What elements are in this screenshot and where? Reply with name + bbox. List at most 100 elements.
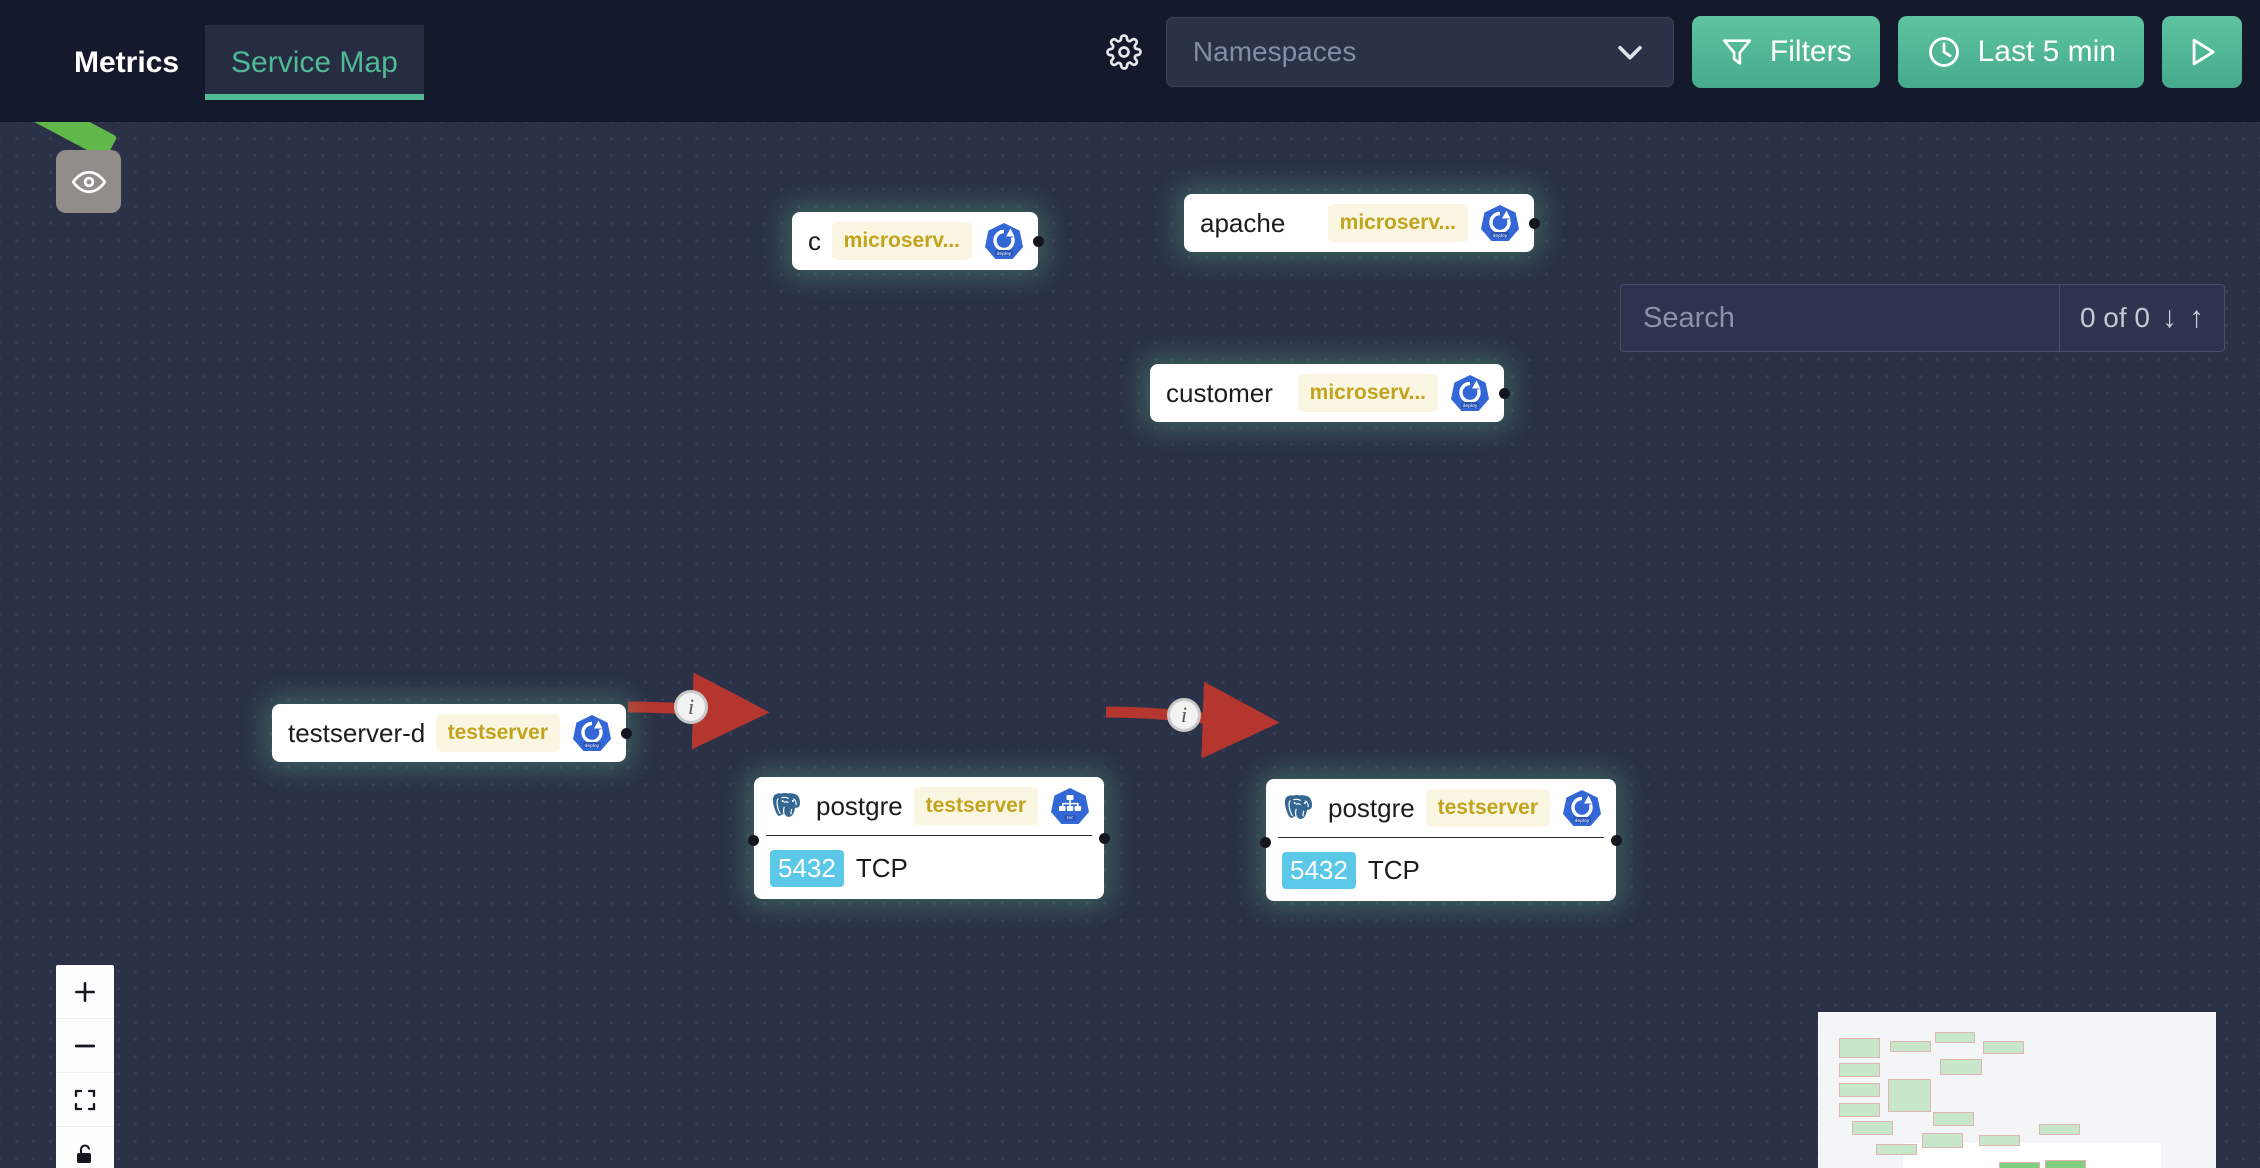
lock-toggle-button[interactable]	[56, 1127, 114, 1168]
edge-info-badge[interactable]: i	[674, 690, 708, 724]
tab-metrics-label: Metrics	[74, 45, 180, 79]
node-namespace-badge: microserv...	[1327, 204, 1468, 242]
node-ports: 5432 TCP	[754, 836, 1104, 887]
node-title: catalog	[808, 225, 820, 256]
namespaces-placeholder: Namespaces	[1192, 36, 1357, 67]
svg-text:svc: svc	[1067, 815, 1074, 820]
chevron-down-icon	[1618, 45, 1642, 60]
node-testserver-deployment[interactable]: testserver-deployme... testserver deploy	[272, 704, 632, 762]
k8s-deploy-icon: deploy	[572, 713, 612, 753]
node-customer[interactable]: customer microserv... deploy	[1150, 364, 1510, 422]
app-header: Metrics Service Map Namespaces Filters	[0, 0, 2260, 122]
edge-badge-label: i	[1180, 702, 1188, 727]
node-divider	[766, 835, 1092, 836]
node-protocol: TCP	[1367, 855, 1420, 885]
minimap-node	[1933, 1112, 1974, 1126]
filters-button[interactable]: Filters	[1691, 16, 1880, 88]
node-ports: 5432 TCP	[1266, 838, 1616, 889]
svg-text:deploy: deploy	[1575, 818, 1590, 824]
node-postgres-deploy[interactable]: postgres testserver deploy 5432 TCP	[1260, 779, 1622, 901]
svg-text:deploy: deploy	[585, 743, 600, 749]
header-actions: Namespaces Filters Last 5 min	[1100, 0, 2260, 88]
search-results: 0 of 0 ↓ ↑	[2060, 285, 2224, 351]
minimap-node	[1852, 1121, 1893, 1135]
search-prev-icon[interactable]: ↑	[2189, 301, 2204, 334]
unlock-icon	[77, 1144, 91, 1163]
minimap-node	[1999, 1162, 2040, 1168]
minimap-node	[1979, 1135, 2020, 1146]
filters-label: Filters	[1769, 35, 1852, 68]
node-catalog[interactable]: catalog microserv... deploy	[792, 212, 1044, 270]
node-handle-right[interactable]	[1529, 218, 1540, 229]
postgresql-icon	[1282, 791, 1316, 825]
minimap-node	[1839, 1063, 1880, 1077]
tab-bar: Metrics Service Map	[0, 0, 424, 100]
node-namespace-badge: microserv...	[831, 222, 972, 260]
node-postgres-svc[interactable]: postgres testserver	[748, 777, 1110, 899]
minimap-node	[2039, 1124, 2080, 1135]
svg-text:deploy: deploy	[997, 251, 1012, 257]
zoom-out-button[interactable]	[56, 1019, 114, 1073]
node-protocol: TCP	[855, 853, 908, 883]
node-namespace-badge: testserver	[913, 787, 1038, 825]
node-handle-left[interactable]	[748, 835, 759, 846]
node-header: testserver-deployme... testserver deploy	[272, 704, 626, 762]
play-button[interactable]	[2162, 16, 2242, 88]
search-result-count: 0 of 0	[2079, 302, 2150, 333]
tab-service-map[interactable]: Service Map	[205, 25, 424, 100]
minimap-node	[1935, 1032, 1975, 1043]
time-range-button[interactable]: Last 5 min	[1897, 16, 2144, 88]
node-port: 5432	[1282, 852, 1356, 889]
k8s-deploy-icon: deploy	[984, 221, 1024, 261]
minus-icon	[74, 1044, 96, 1047]
node-divider	[1278, 837, 1604, 838]
node-namespace-badge: testserver	[435, 714, 560, 752]
svg-text:deploy: deploy	[1463, 403, 1478, 409]
minimap-node	[1839, 1103, 1880, 1117]
node-title: postgres	[816, 790, 902, 821]
edge-info-badge[interactable]: i	[1167, 698, 1201, 732]
k8s-deploy-icon: deploy	[1450, 373, 1490, 413]
node-handle-right[interactable]	[1611, 835, 1622, 846]
gear-icon	[1106, 34, 1142, 70]
minimap-node	[1890, 1041, 1931, 1052]
minimap[interactable]	[1818, 1012, 2216, 1168]
search-next-icon[interactable]: ↓	[2162, 301, 2177, 334]
namespaces-select[interactable]: Namespaces	[1165, 17, 1674, 87]
node-header: postgres testserver	[754, 777, 1104, 835]
zoom-in-button[interactable]	[56, 965, 114, 1019]
minimap-node	[1888, 1079, 1931, 1112]
node-title: customer	[1166, 377, 1273, 408]
node-handle-left[interactable]	[1260, 837, 1271, 848]
time-range-label: Last 5 min	[1977, 35, 2116, 68]
tab-metrics[interactable]: Metrics	[48, 25, 205, 100]
search-input[interactable]	[1621, 285, 2060, 351]
node-handle-right[interactable]	[1033, 236, 1044, 247]
clock-icon	[1928, 37, 1959, 67]
plus-icon	[75, 981, 95, 1002]
node-handle-right[interactable]	[1099, 833, 1110, 844]
visibility-toggle-button[interactable]	[56, 150, 121, 213]
canvas-search[interactable]: 0 of 0 ↓ ↑	[1620, 284, 2225, 352]
k8s-deploy-icon: deploy	[1562, 788, 1602, 828]
edge-badge-label: i	[687, 694, 695, 719]
svg-text:deploy: deploy	[1493, 233, 1508, 239]
node-header: apache microserv... deploy	[1184, 194, 1534, 252]
postgresql-icon	[770, 789, 804, 823]
node-namespace-badge: microserv...	[1297, 374, 1438, 412]
node-handle-right[interactable]	[621, 728, 632, 739]
node-title: postgres	[1328, 792, 1414, 823]
minimap-node	[1876, 1144, 1917, 1155]
settings-button[interactable]	[1100, 28, 1148, 76]
node-apache[interactable]: apache microserv... deploy	[1184, 194, 1540, 252]
fit-view-button[interactable]	[56, 1073, 114, 1127]
filter-icon	[1722, 39, 1752, 65]
node-port: 5432	[770, 850, 844, 887]
service-map-canvas[interactable]: 0 of 0 ↓ ↑ i i catalog microserv...	[0, 122, 2260, 1168]
node-handle-right[interactable]	[1499, 388, 1510, 399]
minimap-node	[1839, 1083, 1880, 1097]
tab-service-map-label: Service Map	[231, 45, 398, 79]
k8s-svc-icon: svc	[1050, 786, 1090, 826]
minimap-node	[1940, 1059, 1982, 1075]
minimap-node	[1839, 1038, 1880, 1058]
